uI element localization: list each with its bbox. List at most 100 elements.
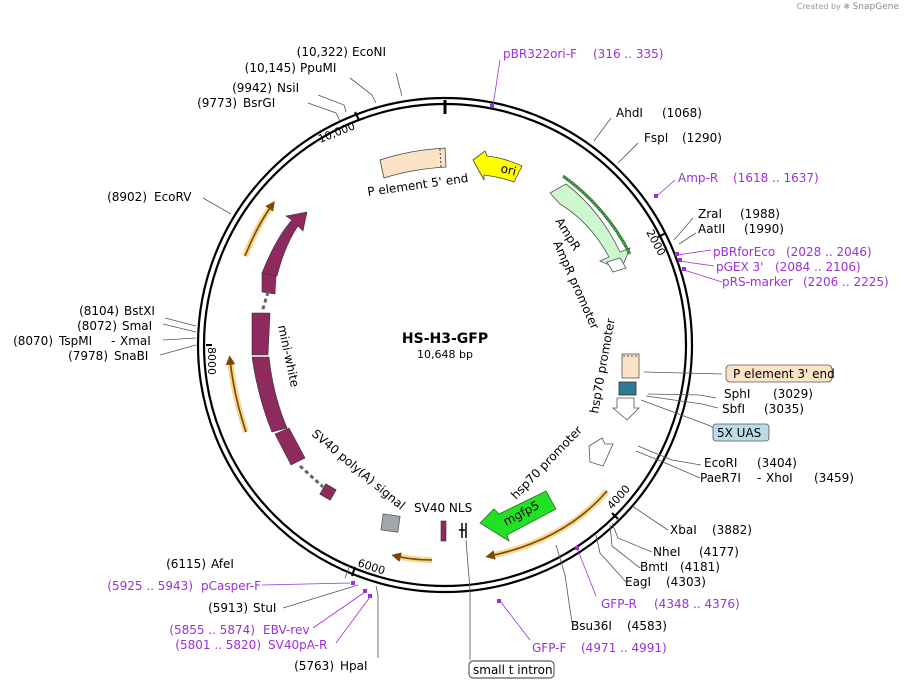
enzyme-name[interactable]: FspI <box>644 131 668 145</box>
enzyme-position: (1990) <box>744 222 784 236</box>
enzyme-name[interactable]: ZraI <box>698 207 722 221</box>
enzyme-name[interactable]: EagI <box>625 575 651 589</box>
primer-name[interactable]: pBRforEco <box>713 245 775 259</box>
primer-leader-lines <box>261 59 723 644</box>
snapgene-logo-icon: ✱ <box>843 2 851 11</box>
snapgene-credit: Created by ✱ SnapGene <box>797 2 899 12</box>
feature-ori[interactable]: ori <box>472 150 523 183</box>
feature-label: ori <box>499 161 518 178</box>
enzyme-name[interactable]: SnaBI <box>114 349 148 363</box>
enzyme-position: (4181) <box>680 560 720 574</box>
plasmid-backbone <box>196 96 694 594</box>
feature-small-t-marks <box>440 520 467 542</box>
enzyme-position: (10,145) <box>245 61 296 75</box>
enzyme-separator: - <box>757 471 761 485</box>
enzyme-name[interactable]: XmaI <box>120 334 151 348</box>
primer-name[interactable]: pBR322ori-F <box>503 47 577 61</box>
primer-range: (5855 .. 5874) <box>169 623 255 637</box>
enzyme-position: (5913) <box>208 601 248 615</box>
enzyme-name[interactable]: HpaI <box>340 659 368 673</box>
primer-name[interactable]: Amp-R <box>678 171 718 185</box>
enzyme-position: (1290) <box>682 131 722 145</box>
enzyme-position: (9942) <box>232 81 272 95</box>
enzyme-name[interactable]: PpuMI <box>300 61 336 75</box>
feature-label: hsp70 promoter <box>508 423 585 502</box>
tick-mark <box>351 566 356 577</box>
enzyme-position: (3029) <box>773 387 813 401</box>
enzyme-position: (6115) <box>166 557 206 571</box>
enzyme-name[interactable]: EcoNI <box>352 45 386 59</box>
feature-label: SV40 poly(A) signal <box>309 427 408 513</box>
orf-arrows <box>225 201 610 563</box>
feature-label: mini-white <box>275 324 302 389</box>
enzyme-name[interactable]: SbfI <box>722 402 745 416</box>
primer-name[interactable]: EBV-rev <box>263 623 309 637</box>
primer-site-marks <box>351 104 686 603</box>
enzyme-position: (4583) <box>627 619 667 633</box>
enzyme-name[interactable]: AhdI <box>616 106 643 120</box>
enzyme-name[interactable]: BsrGI <box>243 96 275 110</box>
enzyme-name[interactable]: EcoRV <box>154 190 192 204</box>
enzyme-name[interactable]: SphI <box>724 387 750 401</box>
enzyme-name[interactable]: SmaI <box>122 319 152 333</box>
feature-label: AmpR promoter <box>550 239 602 332</box>
enzyme-name[interactable]: PaeR7I <box>700 471 741 485</box>
primer-range: (2084 .. 2106) <box>775 260 861 274</box>
enzyme-name[interactable]: NsiI <box>277 81 299 95</box>
enzyme-position: (8070) <box>13 334 53 348</box>
label-small-t-intron[interactable]: small t intron <box>468 660 555 679</box>
feature-ampr[interactable]: AmpR AmpR promoter <box>549 174 632 332</box>
primer-range: (5801 .. 5820) <box>175 638 261 652</box>
enzyme-separator: - <box>111 334 115 348</box>
enzyme-name[interactable]: BstXI <box>124 304 155 318</box>
label-p-element-3[interactable]: P element 3' end <box>725 364 835 383</box>
tick-label-4000: 4000 <box>605 483 633 513</box>
primer-name[interactable]: SV40pA-R <box>268 638 327 652</box>
enzyme-position: (4177) <box>699 545 739 559</box>
primer-range: (1618 .. 1637) <box>733 171 819 185</box>
feature-p-element-5[interactable]: P element 5' end <box>366 147 469 199</box>
enzyme-name[interactable]: EcoRI <box>704 456 737 470</box>
primer-range: (2028 .. 2046) <box>786 245 872 259</box>
primer-range: (4971 .. 4991) <box>581 641 667 655</box>
plasmid-name: HS-H3-GFP <box>402 331 488 347</box>
enzyme-position: (8902) <box>107 190 147 204</box>
enzyme-position: (1068) <box>662 106 702 120</box>
primer-range: (4348 .. 4376) <box>654 597 740 611</box>
enzyme-name[interactable]: NheI <box>653 545 681 559</box>
primer-name[interactable]: GFP-F <box>532 641 567 655</box>
primer-name[interactable]: GFP-R <box>601 597 637 611</box>
feature-label: 5X UAS <box>717 426 761 440</box>
primer-name[interactable]: pRS-marker <box>722 275 793 289</box>
enzyme-name[interactable]: Bsu36I <box>571 619 612 633</box>
primer-name[interactable]: pCasper-F <box>201 579 261 593</box>
primer-labels: pBR322ori-F (316 .. 335) Amp-R (1618 .. … <box>107 47 888 655</box>
feature-p-element-3[interactable] <box>621 353 640 379</box>
plasmid-length: 10,648 bp <box>417 348 473 361</box>
enzyme-name[interactable]: AfeI <box>211 557 234 571</box>
label-5x-uas[interactable]: 5X UAS <box>712 423 770 442</box>
enzyme-name[interactable]: XhoI <box>766 471 793 485</box>
feature-5x-uas[interactable] <box>618 381 637 396</box>
primer-name[interactable]: pGEX 3' <box>716 260 763 274</box>
enzyme-position: (4303) <box>666 575 706 589</box>
enzyme-position: (5763) <box>294 659 334 673</box>
primer-range: (5925 .. 5943) <box>107 579 193 593</box>
enzyme-position: (3459) <box>814 471 854 485</box>
enzyme-name[interactable]: StuI <box>253 601 276 615</box>
feature-sv40-nls[interactable]: SV40 NLS <box>380 501 472 533</box>
feature-hsp70-promoter-b[interactable]: hsp70 promoter <box>508 423 614 502</box>
enzyme-name[interactable]: TspMI <box>58 334 92 348</box>
enzyme-labels: (10,322) EcoNI (10,145) PpuMI (9942) Nsi… <box>13 45 854 673</box>
enzyme-name[interactable]: AatII <box>698 222 725 236</box>
enzyme-position: (8072) <box>77 319 117 333</box>
tick-mark <box>354 111 360 121</box>
feature-label: hsp70 promoter <box>587 317 618 414</box>
enzyme-name[interactable]: XbaI <box>670 523 697 537</box>
credit-prefix: Created by <box>796 2 841 11</box>
enzyme-name[interactable]: BmtI <box>640 560 668 574</box>
feature-mini-white[interactable]: mini-white SV40 poly(A) signal <box>251 211 408 513</box>
primer-range: (316 .. 335) <box>593 47 663 61</box>
enzyme-position: (1988) <box>740 207 780 221</box>
